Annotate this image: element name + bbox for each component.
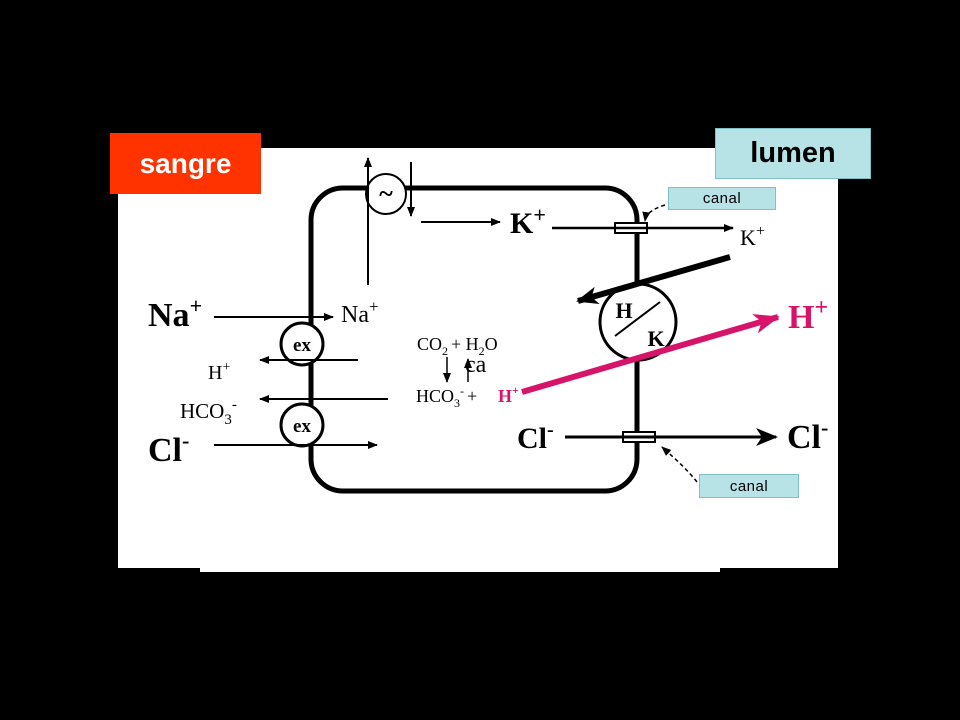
svg-text:ex: ex (293, 416, 311, 437)
blood-side-label: sangre (110, 133, 261, 194)
k-inside-label: K+ (510, 202, 546, 240)
diagram-panel (118, 148, 838, 568)
k-lumen-label: K+ (740, 223, 765, 250)
carbonic-reaction: CO2+ H2O ca HCO3-+ H+ (416, 334, 519, 410)
hco3-blood-label: HCO3- (180, 397, 237, 428)
exchanger-top: ex (279, 321, 325, 367)
na-k-pump: ~ (364, 157, 501, 285)
diagram-panel-extension (200, 560, 720, 572)
h-blood-label: H+ (208, 360, 230, 384)
proton-secretion-arrow (521, 314, 780, 395)
pump-symbol: ~ (379, 179, 393, 208)
hk-k-label: K (647, 326, 664, 351)
reaction-line-2: HCO3-+ (416, 384, 477, 410)
h-inside-label: H+ (498, 383, 519, 406)
lumen-side-label: lumen (715, 128, 871, 179)
canal-top-pointer (642, 204, 666, 222)
cl-lumen-label: Cl- (787, 415, 828, 456)
h-lumen-label: H+ (788, 295, 828, 336)
canal-top-label: canal (668, 187, 776, 210)
hk-h-label: H (615, 298, 632, 323)
canal-bottom-label: canal (699, 474, 799, 498)
canal-bottom-pointer (661, 446, 698, 483)
reaction-line-1: CO2+ H2O (417, 334, 498, 358)
na-inside-label: Na+ (341, 297, 379, 328)
ca-label: ca (465, 352, 487, 378)
cl-blood-label: Cl- (148, 428, 189, 469)
cl-inside-label: Cl- (517, 419, 554, 455)
k-reentry-arrow (576, 254, 731, 305)
exchanger-bottom: ex (279, 402, 325, 448)
na-blood-label: Na+ (148, 293, 202, 334)
svg-text:ex: ex (293, 335, 311, 356)
